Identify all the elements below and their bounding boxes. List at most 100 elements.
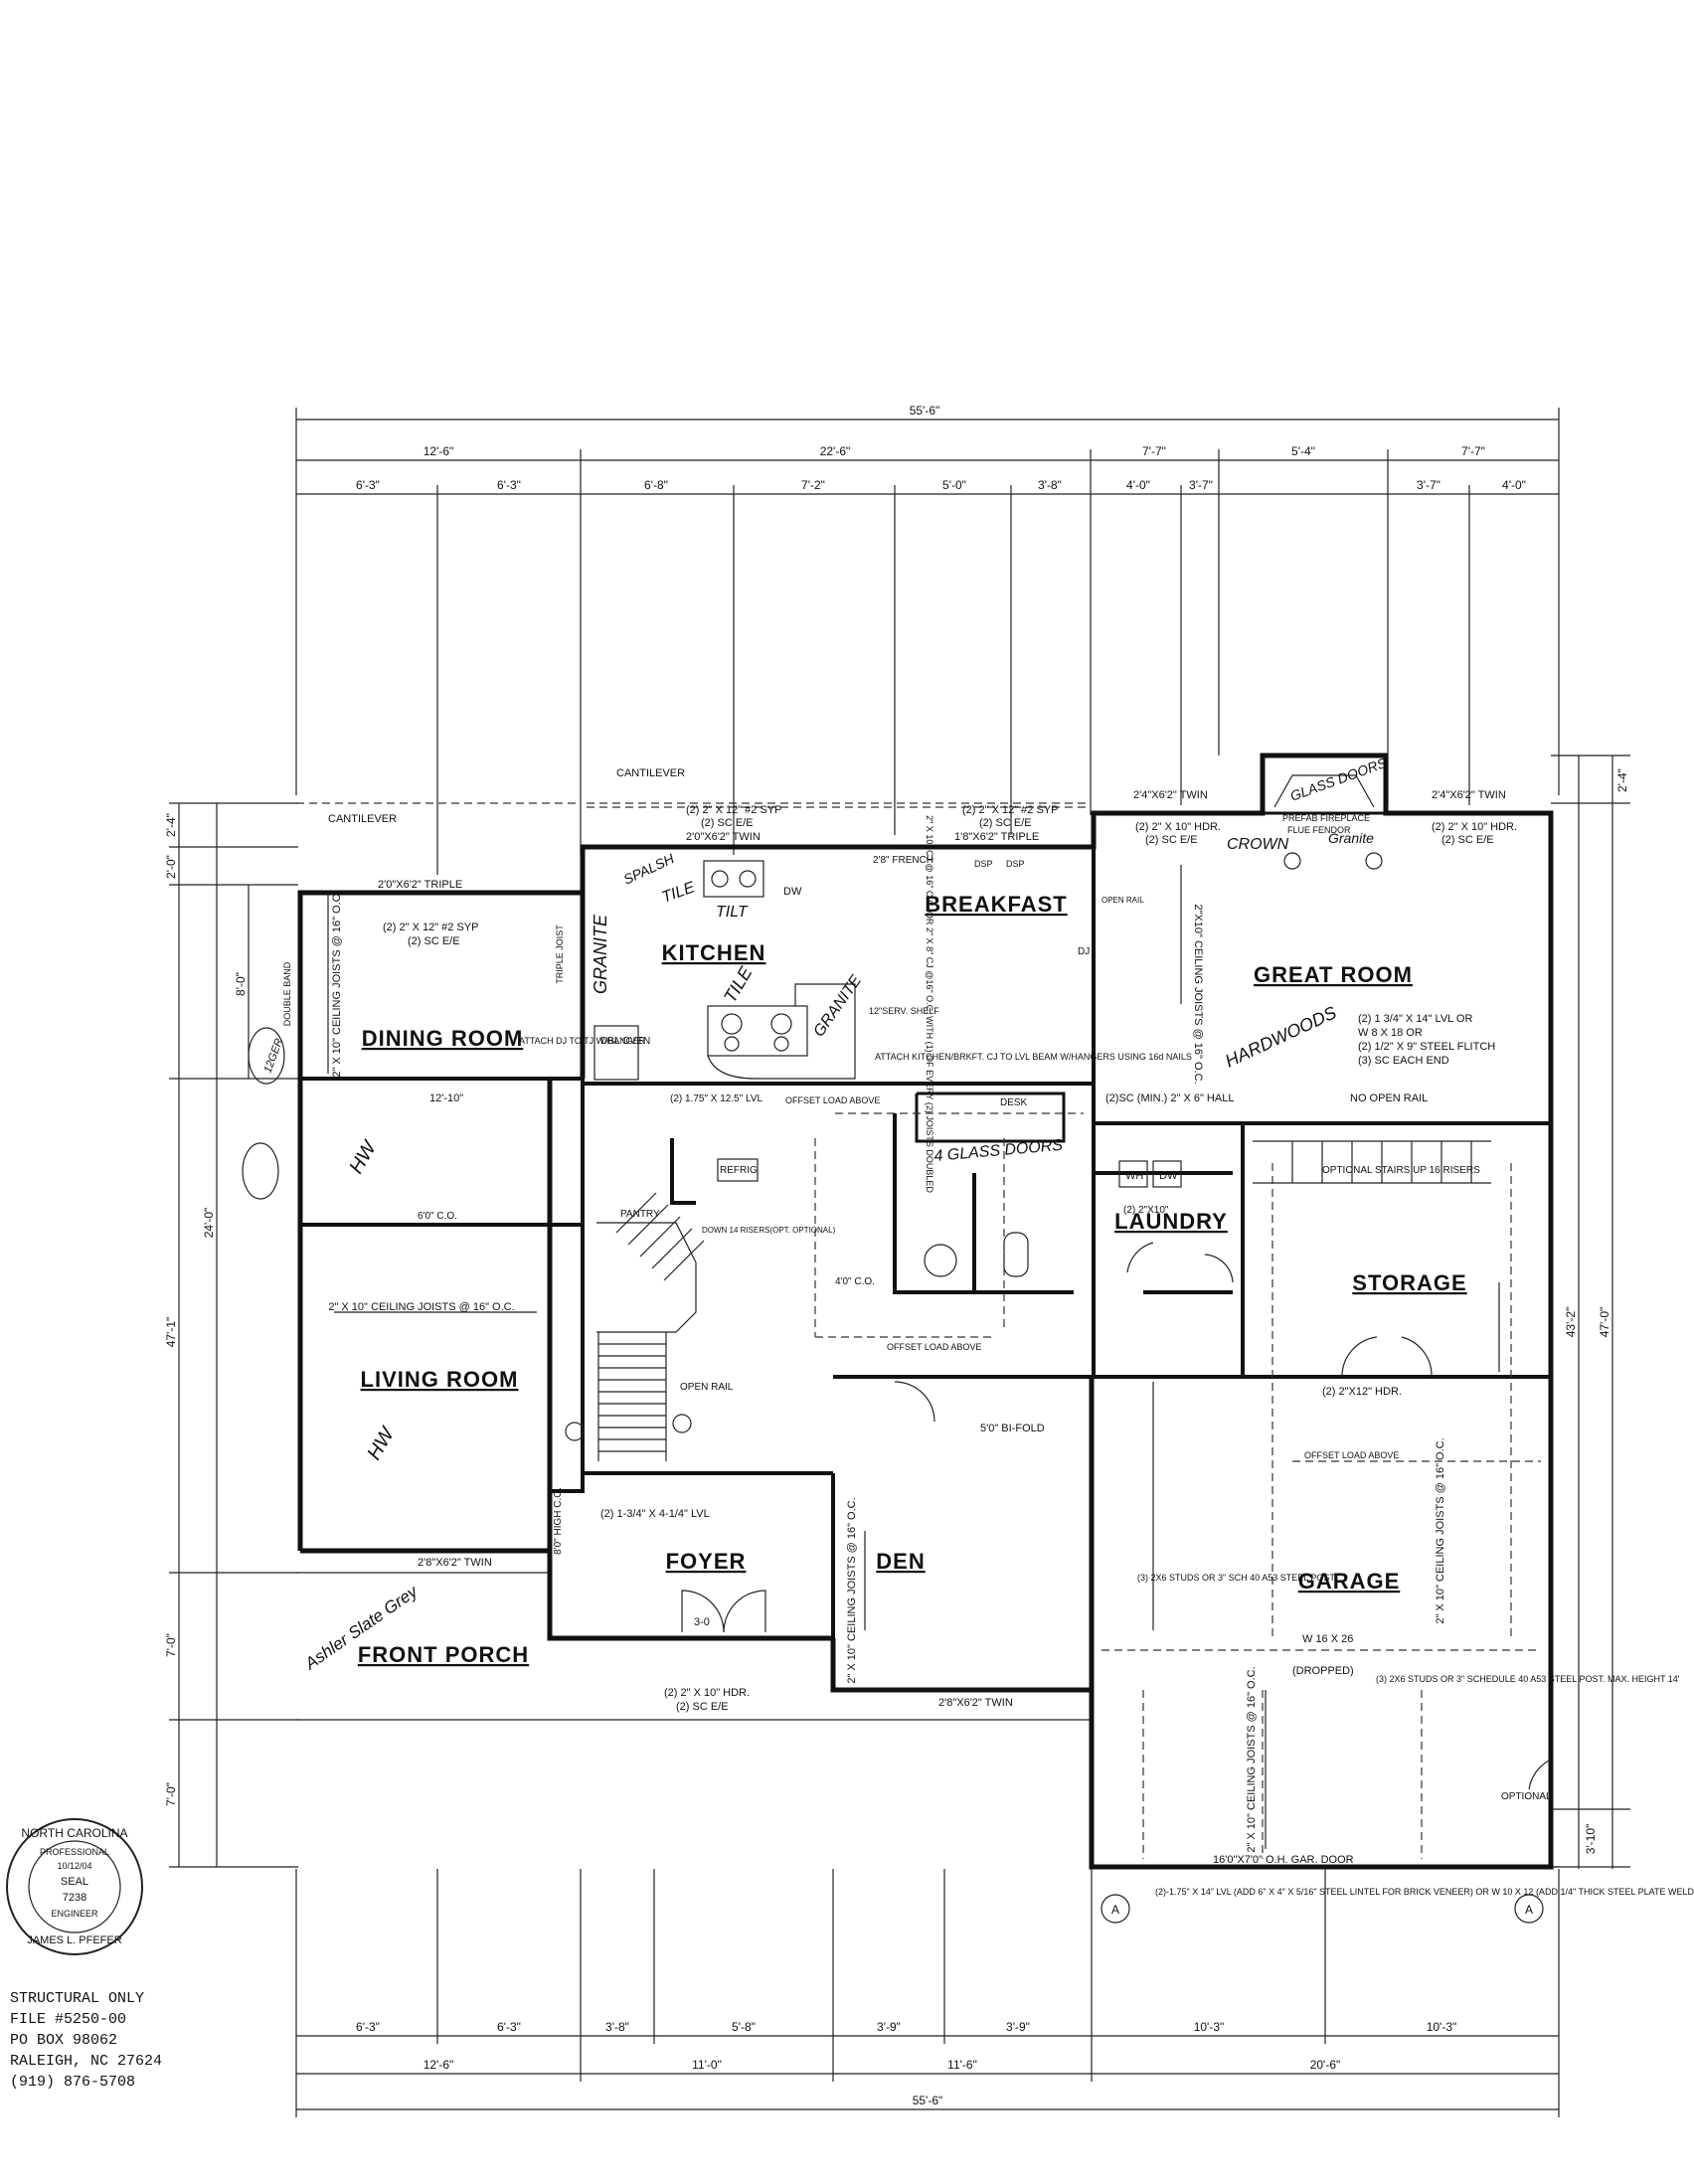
note-foyer-hdr: (2) SC E/E (676, 1701, 729, 1713)
dim-left: 2'-0" (164, 855, 178, 879)
dim-right: 3'-10" (1584, 1824, 1598, 1855)
hand-fireplace-granite: Granite (1328, 830, 1374, 846)
dim-bottom-overall: 55'-6" (913, 2094, 943, 2107)
note-pantry: PANTRY (620, 1209, 660, 1220)
dim-bottom-row1: 6'-3" (497, 2020, 521, 2034)
seal-name: JAMES L. PFEFER (27, 1934, 121, 1946)
dim-top-row3: 3'-8" (1038, 478, 1062, 492)
dim-bottom-row2: 11'-0" (692, 2058, 722, 2072)
hand-hw: HW (345, 1136, 382, 1178)
note-offset-load: OFFSET LOAD ABOVE (785, 1095, 880, 1105)
note-garage-post: (3) 2X6 STUDS OR 3" SCHEDULE 40 A53 STEE… (1376, 1674, 1680, 1684)
note-joists: 2" X 10" CEILING JOISTS @ 16" O.C. (328, 1301, 514, 1313)
note-header: (2) 2" X 12" #2 SYP (686, 804, 781, 816)
note-co: 12'-10" (429, 1092, 463, 1104)
seal-date: 10/12/04 (57, 1861, 91, 1871)
note-joists: 2" X 10" CEILING JOISTS @ 16" O.C. (331, 891, 343, 1077)
note-storage-hdr: (2) 2"X12" HDR. (1322, 1386, 1402, 1398)
note-den-hdr: 2'8"X6'2" TWIN (938, 1697, 1013, 1709)
hand-tilt: TILT (716, 904, 749, 921)
note-header: 2'4"X6'2" TWIN (1432, 789, 1506, 801)
note-header: (2) 2" X 12" #2 SYP (962, 804, 1058, 816)
section-marker-label: A (1525, 1903, 1533, 1917)
note-fireplace: FLUE FENDOR (1287, 825, 1351, 835)
room-label-kitchen: KITCHEN (662, 940, 766, 965)
dim-top-row3: 3'-7" (1189, 478, 1213, 492)
note-lvl: (2) 1.75" X 12.5" LVL (670, 1093, 763, 1104)
note-header: 2'0"X6'2" TRIPLE (378, 879, 462, 891)
note-cantilever: CANTILEVER (616, 767, 685, 779)
note-header: 1'8"X6'2" TRIPLE (954, 831, 1039, 843)
dim-top-row3: 6'-3" (356, 478, 380, 492)
note-garage-door: 16'0"X7'0" O.H. GAR. DOOR (1213, 1854, 1354, 1866)
joist-arrows (327, 865, 1500, 1849)
dim-right: 43'-2" (1564, 1307, 1578, 1338)
note-foyer-hdr: (2) 2" X 10" HDR. (664, 1687, 750, 1699)
note-beam: (2) 1/2" X 9" STEEL FLITCH (1358, 1041, 1495, 1053)
dim-top-row2: 7'-7" (1142, 444, 1166, 458)
note-laundry-hdr: (2) 2"X10" (1123, 1205, 1169, 1216)
bottom-dimension-strings: 6'-3" 6'-3" 3'-8" 5'-8" 3'-9" 3'-9" 10'-… (295, 1869, 1560, 2117)
note-desk: DESK (1000, 1097, 1028, 1108)
dim-bottom-row1: 3'-9" (1006, 2020, 1030, 2034)
dim-left: 7'-0" (164, 1782, 178, 1806)
note-beam: W 8 X 18 OR (1358, 1027, 1423, 1039)
hand-granite: GRANITE (810, 972, 865, 1040)
note-garage-beam: W 16 X 26 (1302, 1633, 1353, 1645)
note-garage-optional: OPTIONAL (1501, 1791, 1552, 1802)
room-label-laundry: LAUNDRY (1114, 1209, 1228, 1234)
top-dimension-strings: 55'-6" 12'-6" 22'-6" 7'-7" 5'-4" 7'-7" 6… (295, 404, 1560, 875)
note-shelf: 12"SERV. SHELF (869, 1006, 939, 1016)
note-joists: 2" X 10" CEILING JOISTS @ 16" O.C. (846, 1497, 858, 1683)
room-label-garage: GARAGE (1298, 1569, 1401, 1594)
dim-bottom-row2: 11'-6" (947, 2058, 977, 2072)
hand-tile: TILE (720, 962, 757, 1006)
structural-notes: CANTILEVER CANTILEVER 2'0"X6'2" TRIPLE (… (282, 767, 1694, 1897)
note-header: 2'0"X6'2" TWIN (686, 831, 761, 843)
fireplace (1261, 754, 1388, 870)
note-foyer-door: 3-0 (694, 1616, 710, 1628)
note-dj: DJ (1078, 946, 1090, 957)
note-fireplace: PREFAB FIREPLACE (1282, 813, 1370, 823)
note-optional-stairs: OPTIONAL STAIRS UP 16 RISERS (1322, 1165, 1480, 1176)
note-foyer-lvl: (2) 1-3/4" X 4-1/4" LVL (600, 1508, 710, 1520)
note-laundry-dw: DW (1159, 1170, 1178, 1182)
hand-granite: GRANITE (591, 914, 610, 994)
interior-walls (300, 847, 1551, 1638)
note-refrig: REFRIG (720, 1165, 758, 1176)
dim-top-row3: 5'-0" (942, 478, 966, 492)
dim-top-row3: 3'-7" (1417, 478, 1440, 492)
dim-top-row2: 7'-7" (1461, 444, 1485, 458)
garage-framing (587, 806, 1541, 1859)
note-garage-post: (3) 2X6 STUDS OR 3" SCH 40 A53 STEEL POS… (1137, 1573, 1335, 1583)
note-offset-load: OFFSET LOAD ABOVE (1304, 1450, 1399, 1460)
dim-bottom-row1: 10'-3" (1194, 2020, 1225, 2034)
note-joists: 2" X 10" CEILING JOISTS @ 16" O.C. (1246, 1666, 1258, 1852)
hand-crown: CROWN (1227, 836, 1289, 853)
note-beam: (3) SC EACH END (1358, 1055, 1449, 1067)
engineer-seal: NORTH CAROLINA PROFESSIONAL 10/12/04 SEA… (6, 1818, 143, 1955)
note-attach: ATTACH DJ TO TJ W/HANGER (519, 1036, 646, 1046)
hand-tile: TILE (660, 879, 698, 907)
room-label-great-room: GREAT ROOM (1254, 962, 1413, 987)
note-joists: 2"X10" CEILING JOISTS @ 16" O.C. (1192, 904, 1204, 1084)
note-header: (2) 2" X 10" HDR. (1135, 821, 1221, 833)
firm-line: FILE #5250-00 (10, 2011, 127, 2028)
note-attach-kitchen: ATTACH KITCHEN/BRKFT. CJ TO LVL BEAM W/H… (875, 1052, 1192, 1062)
hand-hardwoods: HARDWOODS (1222, 1002, 1339, 1071)
note-header: (2) SC E/E (1441, 834, 1494, 846)
room-label-dining-room: DINING ROOM (362, 1026, 524, 1051)
dim-bottom-row2: 12'-6" (424, 2058, 454, 2072)
note-header: (2) 2" X 10" HDR. (1432, 821, 1517, 833)
dim-bottom-row1: 6'-3" (356, 2020, 380, 2034)
dim-bottom-row1: 5'-8" (732, 2020, 756, 2034)
note-header: (2) SC E/E (1145, 834, 1198, 846)
firm-line: RALEIGH, NC 27624 (10, 2053, 163, 2070)
note-hall: (2)SC (MIN.) 2" X 6" HALL (1105, 1092, 1234, 1104)
note-cj: 2" X 10" CJ @ 16" O.C. OR 2" X 8" CJ @16… (925, 815, 934, 1193)
dim-top-overall: 55'-6" (910, 404, 940, 418)
room-label-foyer: FOYER (666, 1549, 747, 1574)
note-down-risers: DOWN 14 RISERS(OPT. OPTIONAL) (702, 1226, 836, 1235)
note-header: (2) SC E/E (408, 935, 460, 947)
